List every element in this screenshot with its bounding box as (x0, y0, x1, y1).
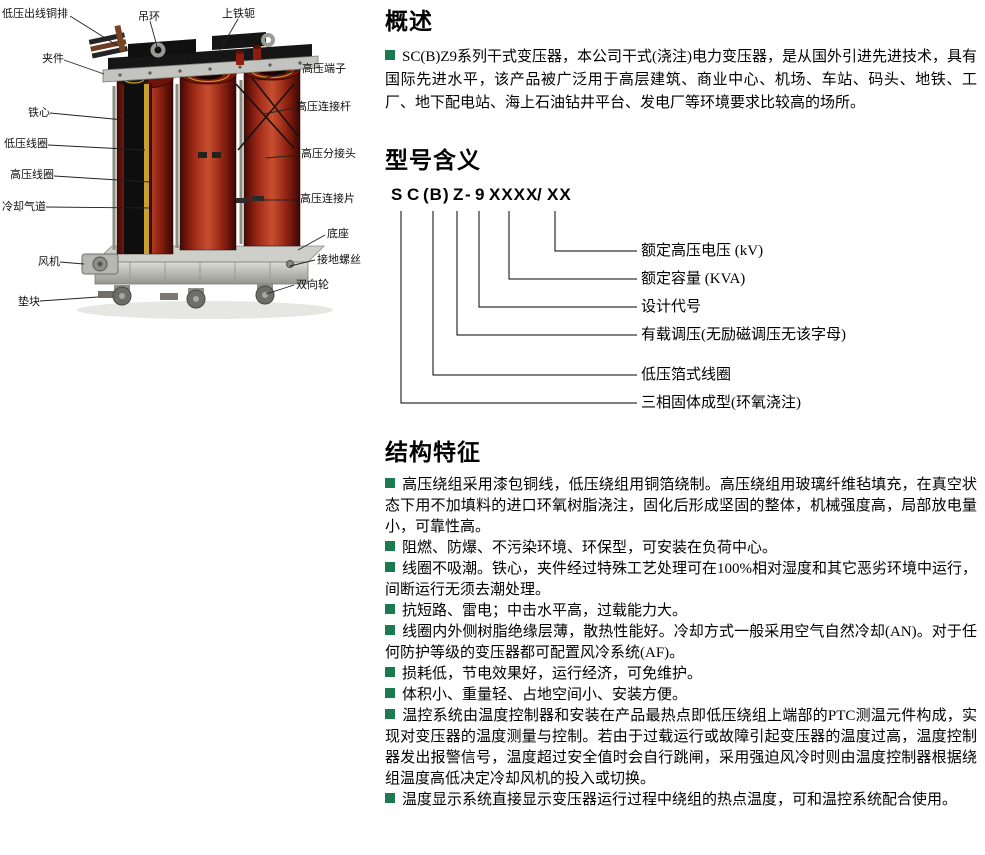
model-code-diagram: S C (B) Z - 9 XXXX / XX 额定高压电压 (kV) 额定容量… (385, 185, 977, 419)
model-code-part: - (465, 185, 472, 204)
model-label: 额定容量 (KVA) (641, 271, 746, 287)
model-code-part: C (407, 185, 421, 204)
model-code-part: 9 (475, 185, 486, 204)
feature-text: 抗短路、雷电；中击水平高，过载能力大。 (402, 603, 688, 619)
model-code-part: XXXX (489, 185, 539, 204)
diagram-label: 双向轮 (296, 279, 329, 291)
wheels (112, 284, 275, 309)
feature-item: 温控系统由温度控制器和安装在产品最热点即低压绕组上端部的PTC测温元件构成，实现… (385, 706, 977, 790)
features-list: 高压绕组采用漆包铜线，低压绕组用铜箔绕制。高压绕组用玻璃纤维毡填充，在真空状态下… (385, 475, 977, 811)
model-code-part: / (537, 185, 543, 204)
bullet-icon (385, 688, 395, 698)
diagram-label: 高压连接片 (300, 193, 355, 205)
fan-unit (81, 253, 119, 275)
overview-text: SC(B)Z9系列干式变压器，本公司干式(浇注)电力变压器，是从国外引进先进技术… (385, 49, 977, 111)
transformer-diagram: 低压出线铜排 吊环 上铁轭 夹件 高压端子 铁心 高压连接杆 低压线圈 高压分接… (0, 0, 382, 345)
diagram-label: 冷却气道 (2, 201, 46, 213)
ground-screw (286, 260, 294, 268)
diagram-label: 上铁轭 (222, 8, 255, 20)
feature-text: 温度显示系统直接显示变压器运行过程中绕组的热点温度，可和温控系统配合使用。 (402, 792, 958, 808)
overview-title: 概述 (385, 9, 433, 34)
diagram-label: 铁心 (28, 107, 50, 119)
diagram-label: 高压分接头 (301, 148, 356, 160)
bullet-icon (385, 709, 395, 719)
model-label: 有载调压(无励磁调压无该字母) (641, 327, 846, 343)
lv-winding (144, 84, 149, 254)
bullet-icon (385, 541, 395, 551)
clamp-beam (102, 55, 319, 83)
diagram-label: 接地螺丝 (317, 254, 361, 266)
hv-coil-middle (179, 63, 237, 251)
diagram-label: 夹件 (42, 53, 64, 65)
diagram-label: 高压端子 (302, 63, 346, 75)
hv-terminals (236, 45, 261, 65)
bullet-icon (385, 667, 395, 677)
feature-text: 线圈不吸潮。铁心，夹件经过特殊工艺处理可在100%相对湿度和其它恶劣环境中运行，… (385, 561, 977, 598)
feature-item: 体积小、重量轻、占地空间小、安装方便。 (385, 685, 977, 706)
model-label: 设计代号 (641, 299, 702, 315)
feature-item: 阻燃、防爆、不污染环境、环保型，可安装在负荷中心。 (385, 538, 977, 559)
feature-item: 线圈不吸潮。铁心，夹件经过特殊工艺处理可在100%相对湿度和其它恶劣环境中运行，… (385, 559, 977, 601)
diagram-label: 高压连接杆 (296, 101, 351, 113)
feature-item: 温度显示系统直接显示变压器运行过程中绕组的热点温度，可和温控系统配合使用。 (385, 790, 977, 811)
pad-block (98, 291, 116, 298)
model-code-part: XX (547, 185, 572, 204)
model-code-part: (B) (423, 185, 450, 204)
content-column: 概述 SC(B)Z9系列干式变压器，本公司干式(浇注)电力变压器，是从国外引进先… (385, 0, 977, 811)
diagram-label: 低压出线铜排 (2, 8, 68, 20)
iron-core (124, 82, 144, 254)
feature-text: 线圈内外侧树脂绝缘层薄，散热性能好。冷却方式一般采用空气自然冷却(AN)。对于任… (385, 624, 977, 661)
transformer-photo (39, 15, 333, 319)
diagram-label: 吊环 (138, 11, 160, 23)
coil-cutaway-left (116, 67, 174, 255)
model-label: 额定高压电压 (kV) (641, 243, 764, 259)
hv-tap-link (198, 152, 207, 158)
diagram-label: 低压线圈 (4, 138, 48, 150)
model-code-part: Z (453, 185, 465, 204)
feature-item: 抗短路、雷电；中击水平高，过载能力大。 (385, 601, 977, 622)
overview-paragraph: SC(B)Z9系列干式变压器，本公司干式(浇注)电力变压器，是从国外引进先进技术… (385, 46, 977, 115)
features-title: 结构特征 (385, 440, 481, 465)
cooling-duct (149, 84, 152, 254)
diagram-label: 垫块 (18, 296, 40, 308)
feature-text: 高压绕组采用漆包铜线，低压绕组用铜箔绕制。高压绕组用玻璃纤维毡填充，在真空状态下… (385, 477, 977, 535)
feature-item: 损耗低，节电效果好，运行经济，可免维护。 (385, 664, 977, 685)
model-connector-lines (400, 211, 637, 404)
feature-text: 阻燃、防爆、不污染环境、环保型，可安装在负荷中心。 (402, 540, 778, 556)
feature-item: 线圈内外侧树脂绝缘层薄，散热性能好。冷却方式一般采用空气自然冷却(AN)。对于任… (385, 622, 977, 664)
bullet-icon (385, 478, 395, 488)
lifting-ring (150, 42, 166, 58)
hv-connecting-rods (235, 77, 299, 151)
feature-text: 温控系统由温度控制器和安装在产品最热点即低压绕组上端部的PTC测温元件构成，实现… (385, 708, 977, 787)
diagram-label: 风机 (38, 256, 60, 268)
bullet-icon (385, 50, 395, 60)
bullet-icon (385, 562, 395, 572)
bullet-icon (385, 604, 395, 614)
model-label: 低压箔式线圈 (641, 367, 732, 383)
diagram-label: 底座 (327, 228, 349, 240)
leader-lines (39, 15, 326, 302)
hv-connecting-strip (252, 196, 264, 201)
bullet-icon (385, 793, 395, 803)
feature-text: 体积小、重量轻、占地空间小、安装方便。 (402, 687, 688, 703)
lv-busbars (88, 25, 128, 59)
feature-text: 损耗低，节电效果好，运行经济，可免维护。 (402, 666, 703, 682)
bullet-icon (385, 625, 395, 635)
diagram-label: 高压线圈 (10, 169, 54, 181)
model-label: 三相固体成型(环氧浇注) (641, 395, 801, 411)
model-code-part: S (391, 185, 404, 204)
model-title: 型号含义 (385, 148, 481, 173)
feature-item: 高压绕组采用漆包铜线，低压绕组用铜箔绕制。高压绕组用玻璃纤维毡填充，在真空状态下… (385, 475, 977, 538)
